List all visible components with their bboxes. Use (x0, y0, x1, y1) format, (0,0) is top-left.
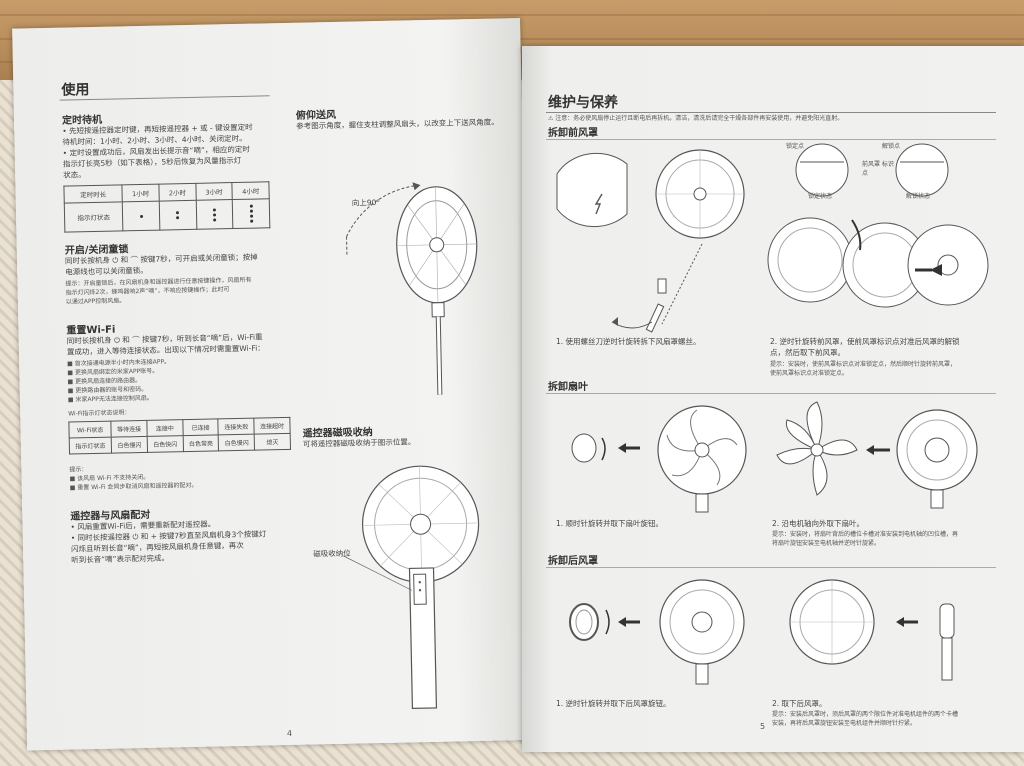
table-cell: 等待连接 (111, 420, 148, 438)
left-page: 使用 定时待机 • 先短按遥控器定时键，再短按遥控器 + 或 - 键设置定时 待… (12, 18, 536, 751)
blade-step1: 1. 顺时针旋转并取下扇叶旋钮。 (556, 519, 664, 528)
screwdriver-icon (645, 303, 665, 333)
indicator-dots-3 (195, 199, 234, 230)
blade-knob-illustration (571, 405, 747, 513)
page-title: 维护与保养 (548, 95, 618, 111)
table-cell: 指示灯状态 (69, 437, 112, 455)
front-cover-icon (767, 217, 853, 303)
indicator-dots-1 (122, 201, 160, 231)
indicator-dots-4 (232, 198, 270, 229)
step-line: 2. 逆时针旋转前风罩，使前风罩标识点对准后风罩的解锁 (770, 337, 960, 346)
childlock-note: 提示：开启童锁后，在风扇机身和遥控器进行任意按键操作，风扇所有 指示灯闪烁2次，… (65, 275, 296, 307)
cover-mark-label: 前风罩 标识点 (862, 161, 894, 177)
tilt-arc-icon (346, 184, 421, 237)
table-cell: 3小时 (195, 182, 233, 201)
front-cover-note: 提示：安装时，使前风罩标识点对准锁定点，然后顺时针旋转前风罩， 使前风罩标识点对… (770, 360, 1010, 378)
note-line: 使前风罩标识点对准锁定点。 (770, 370, 849, 377)
page-number: 5 (760, 722, 766, 731)
front-cover-screw-illustration (556, 149, 745, 333)
screw-icon (657, 278, 667, 294)
rear-knob-illustration (569, 579, 745, 685)
rear-cover-note: 提示：安装后风罩时，须后风罩的两个限位件对准电机组件的两个卡槽 安装，再将后风罩… (772, 710, 1012, 728)
note-line: 提示：安装后风罩时，须后风罩的两个限位件对准电机组件的两个卡槽 (772, 711, 959, 718)
wifi-bullets: ■ 首次接通电源半小时内未连接APP。 ■ 更换风扇绑定的米家APP账号。 ■ … (67, 355, 298, 405)
table-cell: 已连接 (182, 418, 219, 436)
motor-assembly-icon (939, 603, 955, 639)
table-cell: 连接失败 (218, 418, 255, 435)
lock-state-detail-icon (795, 143, 849, 197)
table-cell: 连接超时 (254, 417, 291, 435)
pairing-text: • 风扇重置Wi-Fi后，需要重新配对遥控器。 • 同时长按遥控器 ⏻ 和 + … (70, 517, 301, 566)
remote-storage-fan-illustration (343, 465, 480, 710)
front-cover-step1: 1. 使用螺丝刀逆时针旋转拆下风扇罩螺丝。 (556, 337, 701, 346)
section-rule (546, 567, 996, 568)
locked-state-label: 锁定状态 (808, 193, 833, 200)
table-cell: 2小时 (158, 183, 196, 202)
rear-cover-removal-illustration (789, 579, 955, 681)
blade-note: 提示：安装时，将扇叶背后的槽位卡槽对准安装到电机轴的凹位槽，再 将扇叶旋钮安装至… (772, 530, 1012, 548)
table-cell: 白色慢闪 (218, 434, 255, 451)
rotate-arrow-icon (601, 437, 606, 461)
front-cover-step2: 2. 逆时针旋转前风罩，使前风罩标识点对准后风罩的解锁 点，然后取下前风罩。 (770, 336, 1010, 358)
rotate-arrow-icon (851, 219, 862, 251)
note-line: 将扇叶旋钮安装至电机轴并逆时针旋紧。 (772, 540, 881, 547)
childlock-text: 同时长按机身 ⏻ 和 ⌒ 按键7秒，可开启或关闭童锁；按掉 电源线也可以关闭童锁… (65, 251, 295, 278)
wood-grain (0, 14, 1024, 16)
table-cell: 连接中 (146, 419, 183, 437)
table-cell: 定时时长 (63, 184, 123, 204)
blade-step2: 2. 沿电机轴向外取下扇叶。 (772, 519, 865, 528)
table-cell: Wi-Fi状态 (68, 421, 112, 439)
right-page: 维护与保养 ⚠ 注意：务必使风扇停止运行且断电后再拆机。清洁，清洗后请完全干燥各… (522, 46, 1024, 752)
note-line: 安装，再将后风罩旋钮安装至电机组件并顺时针拧紧。 (772, 720, 917, 727)
arrow-left-icon (930, 264, 942, 276)
front-cover-heading: 拆卸前风罩 (548, 128, 598, 139)
table-cell: 4小时 (232, 181, 270, 200)
blade-knob-icon (571, 433, 597, 463)
indicator-dots-2 (159, 200, 197, 231)
table-row: 指示灯状态 白色慢闪 白色快闪 白色常亮 白色慢闪 熄灭 (69, 433, 291, 455)
timer-table: 定时时长 1小时 2小时 3小时 4小时 指示灯状态 (63, 181, 270, 233)
unlock-point-label: 解锁点 (882, 143, 901, 150)
lock-point-label: 锁定点 (786, 143, 805, 150)
title-rule (546, 112, 996, 113)
magnetic-storage-callout: 磁吸收纳位 (313, 548, 351, 559)
table-cell: 白色快闪 (147, 435, 184, 453)
blade-removal-illustration (776, 401, 978, 509)
warning-note: ⚠ 注意：务必使风扇停止运行且断电后再拆机。清洁，清洗后请完全干燥各部件再安装使… (548, 115, 844, 122)
fan-blades-icon (776, 401, 858, 496)
table-cell: 白色常亮 (182, 434, 219, 452)
title-rule (59, 95, 270, 101)
rear-cover-heading: 拆卸后风罩 (548, 556, 598, 567)
tilt-angle-label: 向上90° (351, 197, 381, 208)
tilt-fan-illustration (346, 182, 478, 395)
wifi-table-caption: Wi-Fi指示灯状态说明： (68, 409, 131, 418)
wifi-text: 同时长按机身 ⏻ 和 ⌒ 按键7秒，听到长音“嘀”后，Wi-Fi重 置成功，进入… (67, 331, 297, 358)
wifi-status-table: Wi-Fi状态 等待连接 连接中 已连接 连接失败 连接超时 指示灯状态 白色慢… (68, 417, 291, 455)
step-line: 点，然后取下前风罩。 (770, 348, 845, 357)
rear-cover-step2: 2. 取下后风罩。 (772, 699, 827, 708)
blade-heading: 拆卸扇叶 (548, 382, 588, 393)
page-title: 使用 (61, 82, 90, 99)
unlocked-state-label: 解锁状态 (906, 193, 931, 200)
table-cell: 熄灭 (254, 433, 291, 451)
section-rule (546, 139, 996, 140)
table-row: 指示灯状态 (64, 198, 270, 233)
section-rule (546, 393, 996, 394)
rear-cover-step1: 1. 逆时针旋转并取下后风罩旋钮。 (556, 699, 671, 708)
rotate-arrow-icon (612, 317, 618, 326)
zoom-detail-icon (556, 152, 628, 228)
unlock-state-detail-icon (895, 143, 949, 197)
rotate-arrow-icon (605, 609, 610, 635)
front-cover-lock-illustration (767, 143, 989, 308)
note-line: 提示：安装时，使前风罩标识点对准锁定点，然后顺时针旋转前风罩， (770, 361, 957, 368)
rear-cover-knob-icon (569, 603, 599, 641)
table-cell: 指示灯状态 (64, 201, 124, 233)
note-line: 提示：安装时，将扇叶背后的槽位卡槽对准安装到电机轴的凹位槽，再 (772, 531, 959, 538)
page-number: 4 (286, 728, 293, 739)
table-cell: 1小时 (122, 184, 160, 202)
wifi-notes: 提示： ■ 该风扇 Wi-Fi 不支持关闭。 ■ 重置 Wi-Fi 会同步取消风… (69, 461, 300, 493)
timer-text: • 先短按遥控器定时键，再短按遥控器 + 或 - 键设置定时 待机时间：1小时、… (62, 121, 293, 181)
table-cell: 白色慢闪 (111, 436, 148, 454)
arrowhead-icon (412, 182, 421, 191)
